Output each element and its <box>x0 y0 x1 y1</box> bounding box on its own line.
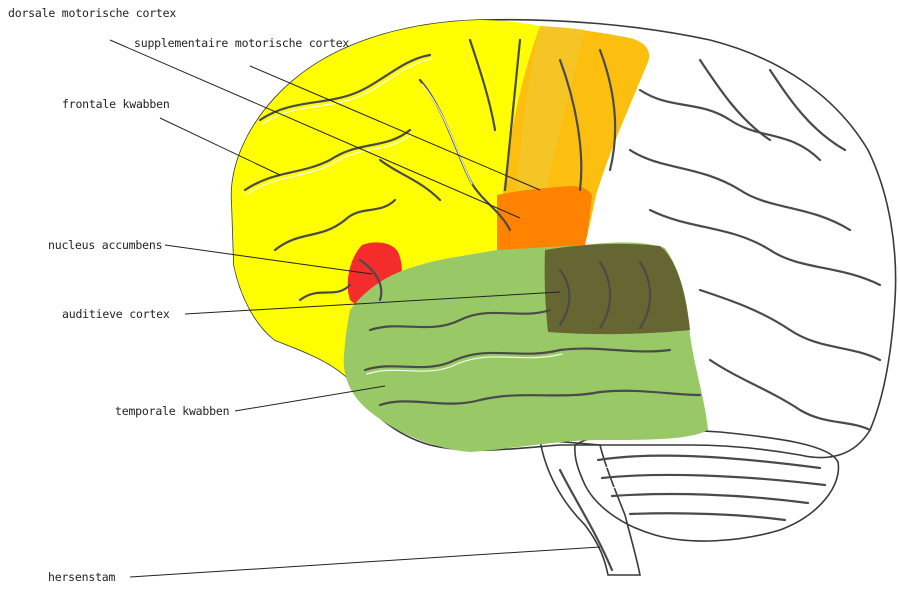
label-temporal-lobe: temporale kwabben <box>115 404 229 418</box>
label-supplementary-motor-cortex: supplementaire motorische cortex <box>134 36 349 50</box>
label-frontal-lobe: frontale kwabben <box>62 97 170 111</box>
leader-brainstem <box>130 547 600 577</box>
label-nucleus-accumbens: nucleus accumbens <box>48 238 162 252</box>
auditory-cortex-region <box>545 244 690 334</box>
label-dorsal-motor-cortex: dorsale motorische cortex <box>8 6 176 20</box>
supplementary-motor-region <box>497 186 592 252</box>
label-brainstem: hersenstam <box>48 570 116 584</box>
label-auditory-cortex: auditieve cortex <box>62 307 170 321</box>
